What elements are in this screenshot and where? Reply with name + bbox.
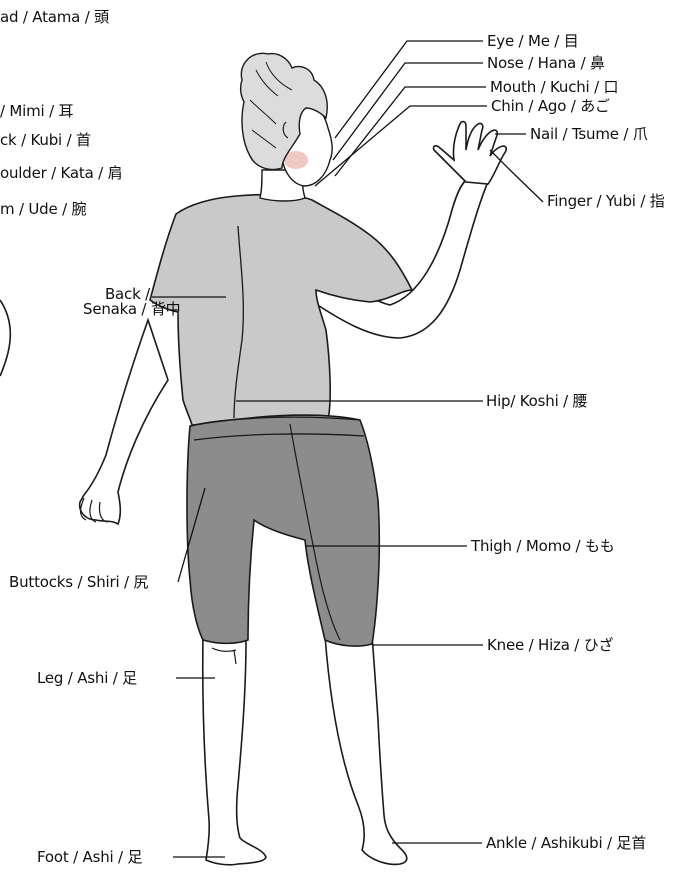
label-buttocks: Buttocks / Shiri / 尻 xyxy=(9,574,148,591)
label-ear: / Mimi / 耳 xyxy=(0,103,73,120)
right-hand xyxy=(433,122,506,184)
label-neck: ck / Kubi / 首 xyxy=(0,132,91,149)
left-leg xyxy=(203,635,266,865)
label-nail: Nail / Tsume / 爪 xyxy=(530,126,648,143)
label-mouth: Mouth / Kuchi / 口 xyxy=(490,79,618,96)
left-arm xyxy=(80,320,168,524)
label-shoulder: oulder / Kata / 肩 xyxy=(0,165,122,182)
label-chin: Chin / Ago / あご xyxy=(491,98,610,115)
shorts xyxy=(187,415,379,646)
label-foot: Foot / Ashi / 足 xyxy=(37,849,142,866)
right-leg xyxy=(325,636,407,864)
label-thigh: Thigh / Momo / もも xyxy=(471,538,615,555)
label-back-line2: Senaka / 背中 xyxy=(83,301,180,318)
label-hip: Hip/ Koshi / 腰 xyxy=(486,393,587,410)
neighbor-figure-arm xyxy=(0,300,10,376)
legs xyxy=(203,635,407,865)
label-finger: Finger / Yubi / 指 xyxy=(547,193,665,210)
leader-finger xyxy=(490,150,543,202)
label-nose: Nose / Hana / 鼻 xyxy=(487,55,605,72)
head xyxy=(241,53,332,201)
label-leg: Leg / Ashi / 足 xyxy=(37,670,137,687)
label-head: ad / Atama / 頭 xyxy=(0,9,109,26)
label-ankle: Ankle / Ashikubi / 足首 xyxy=(486,835,646,852)
label-knee: Knee / Hiza / ひざ xyxy=(487,637,613,654)
label-arm: m / Ude / 腕 xyxy=(0,201,86,218)
label-eye: Eye / Me / 目 xyxy=(487,33,579,50)
left-forearm xyxy=(80,320,168,524)
